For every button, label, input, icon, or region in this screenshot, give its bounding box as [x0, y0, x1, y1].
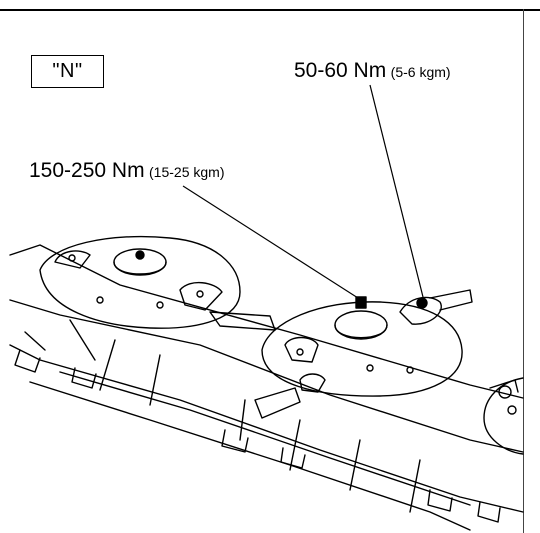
torque-alt-value: (5-6 kgm) — [390, 64, 451, 80]
center-cutter-disc — [254, 289, 473, 419]
cutter-bar — [9, 244, 524, 531]
torque-callout-small-nut: 50-60 Nm (5-6 kgm) — [294, 59, 451, 83]
top-border — [0, 9, 540, 11]
torque-value: 50-60 Nm — [294, 59, 387, 82]
left-cutter-disc — [39, 235, 276, 331]
right-border — [523, 9, 524, 533]
leader-lines — [182, 84, 424, 299]
leader-line-center-nut — [182, 185, 359, 299]
figure-label: "N" — [31, 55, 104, 88]
torque-value: 150-250 Nm — [29, 159, 145, 182]
leader-line-small-nut — [369, 84, 424, 298]
torque-alt-value: (15-25 kgm) — [149, 164, 225, 180]
right-cutter-disc-partial — [483, 377, 524, 455]
torque-callout-center-nut: 150-250 Nm (15-25 kgm) — [29, 159, 224, 183]
